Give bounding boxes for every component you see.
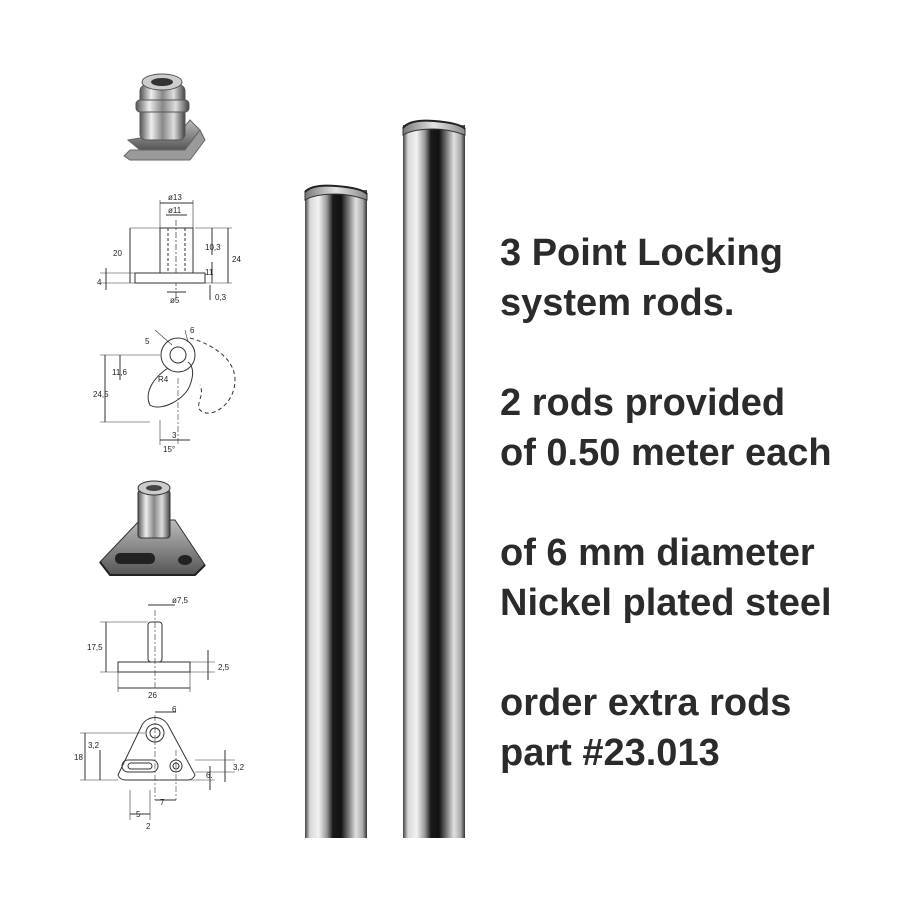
description-material: of 6 mm diameter Nickel plated steel	[500, 528, 890, 628]
description-line: part #23.013	[500, 732, 720, 774]
dim-camtop-3: 3	[172, 431, 177, 440]
rod-right	[402, 119, 466, 838]
technical-drawings: ø13 ø11 20 10,3 24 11 4 ø5 0,3 6 5 11,6 …	[74, 73, 245, 831]
dim-camtop-5: 5	[145, 337, 150, 346]
description-line: of 6 mm diameter	[500, 532, 815, 574]
dim-camtop-6: 6	[190, 326, 195, 335]
dim-cam-11: 11	[205, 268, 214, 277]
dim-strikertop-2: 2	[146, 822, 151, 831]
dim-cam-10-3: 10,3	[205, 243, 221, 252]
rod-left	[304, 184, 368, 838]
dim-camtop-24-5: 24,5	[93, 390, 109, 399]
cam-side-drawing	[100, 200, 232, 300]
dim-camtop-15deg: 15°	[163, 445, 175, 454]
dim-striker-26: 26	[148, 691, 157, 700]
description-line: system rods.	[500, 282, 735, 324]
striker-plate-photo	[99, 480, 206, 576]
striker-side-drawing	[100, 604, 215, 692]
description-line: Nickel plated steel	[500, 582, 832, 624]
dim-striker-d7-5: ø7,5	[172, 596, 189, 605]
dim-cam-d13: ø13	[168, 193, 182, 202]
locking-rods	[304, 119, 466, 838]
dim-cam-24: 24	[232, 255, 241, 264]
dim-strikertop-3-2a: 3,2	[88, 741, 100, 750]
dim-cam-d11: ø11	[168, 206, 182, 215]
striker-top-drawing	[80, 711, 235, 820]
description-quantity: 2 rods provided of 0.50 meter each	[500, 378, 890, 478]
dim-camtop-r4: R4	[158, 375, 169, 384]
dim-cam-d5: ø5	[170, 296, 180, 305]
dim-camtop-11-6: 11,6	[112, 368, 128, 377]
description-title: 3 Point Locking system rods.	[500, 228, 890, 328]
dim-strikertop-5: 5	[136, 810, 141, 819]
cam-top-drawing	[100, 329, 236, 445]
dim-cam-4: 4	[97, 278, 102, 287]
dim-strikertop-3-2b: 3,2	[233, 763, 245, 772]
cam-lock-photo	[123, 73, 206, 161]
description-line: of 0.50 meter each	[500, 432, 832, 474]
dim-cam-20: 20	[113, 249, 122, 258]
product-description: 3 Point Locking system rods. 2 rods prov…	[500, 228, 890, 828]
dim-strikertop-7: 7	[160, 798, 165, 807]
dim-strikertop-6b: 6.	[206, 771, 213, 780]
dim-strikertop-6: 6	[172, 705, 177, 714]
description-order-info: order extra rods part #23.013	[500, 678, 890, 778]
dim-strikertop-18: 18	[74, 753, 83, 762]
description-line: 3 Point Locking	[500, 232, 783, 274]
dim-striker-2-5: 2,5	[218, 663, 230, 672]
description-line: 2 rods provided	[500, 382, 786, 424]
dim-cam-0-3: 0,3	[215, 293, 227, 302]
dim-striker-17-5: 17,5	[87, 643, 103, 652]
description-line: order extra rods	[500, 682, 792, 724]
